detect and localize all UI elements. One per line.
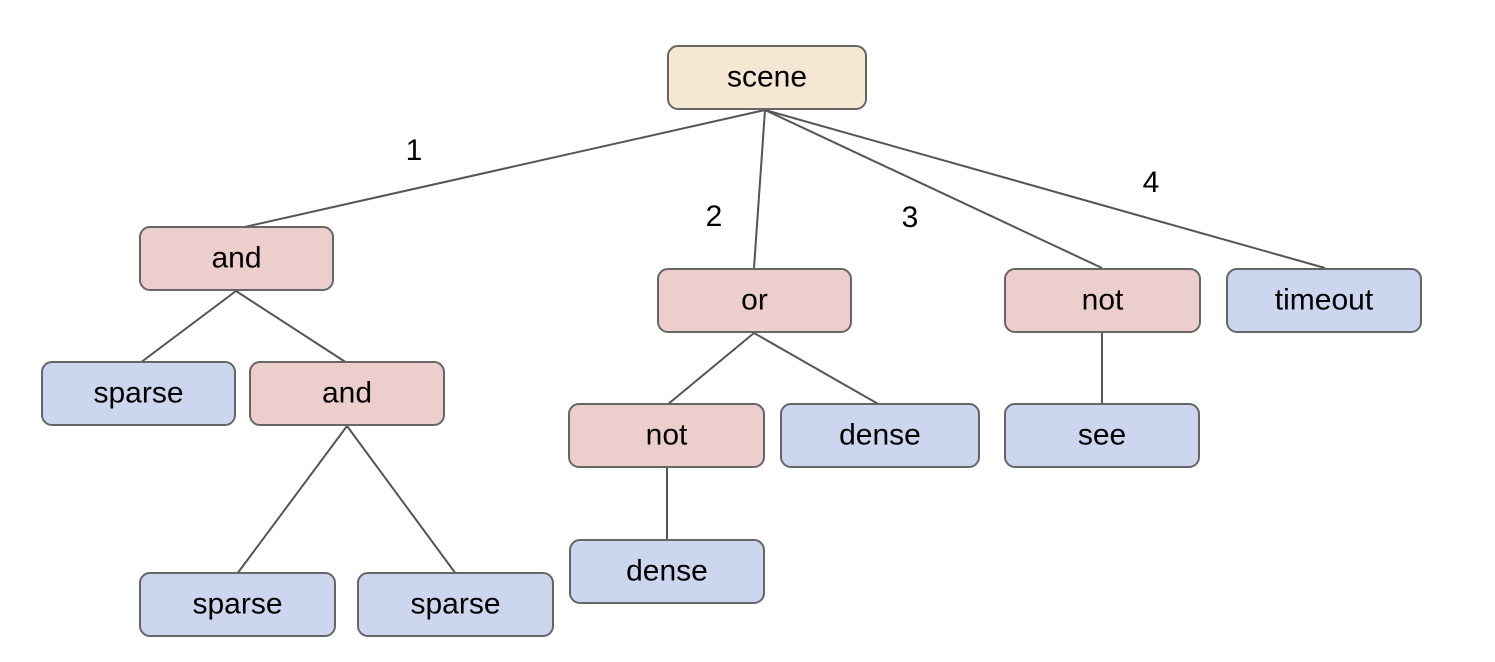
- edge-label: 2: [706, 200, 723, 233]
- tree-node[interactable]: and: [249, 361, 445, 426]
- node-label: dense: [626, 554, 708, 587]
- tree-edge: [346, 425, 457, 575]
- edge-labels-layer: 1 2 3 4: [406, 134, 1160, 234]
- node-box[interactable]: [357, 572, 554, 637]
- node-box[interactable]: [657, 268, 852, 333]
- edge-label: 4: [1143, 166, 1160, 199]
- node-label: sparse: [93, 376, 183, 409]
- tree-edge: [764, 109, 1326, 269]
- node-label: and: [211, 241, 261, 274]
- tree-node[interactable]: sparse: [139, 572, 336, 637]
- node-box[interactable]: [139, 226, 334, 291]
- node-label: and: [322, 376, 372, 409]
- tree-node[interactable]: not: [568, 403, 765, 468]
- node-box[interactable]: [1004, 403, 1200, 468]
- edges-layer: [139, 109, 1326, 575]
- node-box[interactable]: [780, 403, 980, 468]
- node-box[interactable]: [139, 572, 336, 637]
- edge-label: 1: [406, 134, 423, 167]
- tree-node[interactable]: not: [1004, 268, 1201, 333]
- node-box[interactable]: [1226, 268, 1422, 333]
- tree-edge: [139, 290, 237, 364]
- node-box[interactable]: [41, 361, 236, 426]
- node-label: see: [1078, 418, 1126, 451]
- node-label: dense: [839, 418, 921, 451]
- node-label: not: [1082, 283, 1124, 316]
- node-box[interactable]: [249, 361, 445, 426]
- tree-node[interactable]: sparse: [357, 572, 554, 637]
- node-label: or: [741, 283, 768, 316]
- node-label: sparse: [192, 587, 282, 620]
- node-box[interactable]: [568, 403, 765, 468]
- tree-edge: [764, 109, 1103, 269]
- node-box[interactable]: [667, 45, 867, 110]
- edge-label: 3: [902, 201, 919, 234]
- tree-node[interactable]: or: [657, 268, 852, 333]
- tree-node[interactable]: dense: [569, 539, 765, 604]
- node-box[interactable]: [1004, 268, 1201, 333]
- nodes-layer: scene and or not timeout sparse and not dense see…: [41, 45, 1422, 637]
- tree-edge: [239, 109, 766, 229]
- tree-edge: [753, 109, 766, 269]
- tree-edge: [753, 332, 881, 406]
- tree-node[interactable]: dense: [780, 403, 980, 468]
- node-label: scene: [727, 60, 807, 93]
- node-label: not: [646, 418, 688, 451]
- node-label: sparse: [410, 587, 500, 620]
- node-label: timeout: [1275, 283, 1374, 316]
- tree-node[interactable]: sparse: [41, 361, 236, 426]
- tree-node[interactable]: scene: [667, 45, 867, 110]
- tree-edge: [235, 290, 348, 364]
- node-box[interactable]: [569, 539, 765, 604]
- tree-edge: [666, 332, 755, 406]
- tree-node[interactable]: and: [139, 226, 334, 291]
- tree-edge: [236, 425, 348, 575]
- tree-node[interactable]: see: [1004, 403, 1200, 468]
- tree-node[interactable]: timeout: [1226, 268, 1422, 333]
